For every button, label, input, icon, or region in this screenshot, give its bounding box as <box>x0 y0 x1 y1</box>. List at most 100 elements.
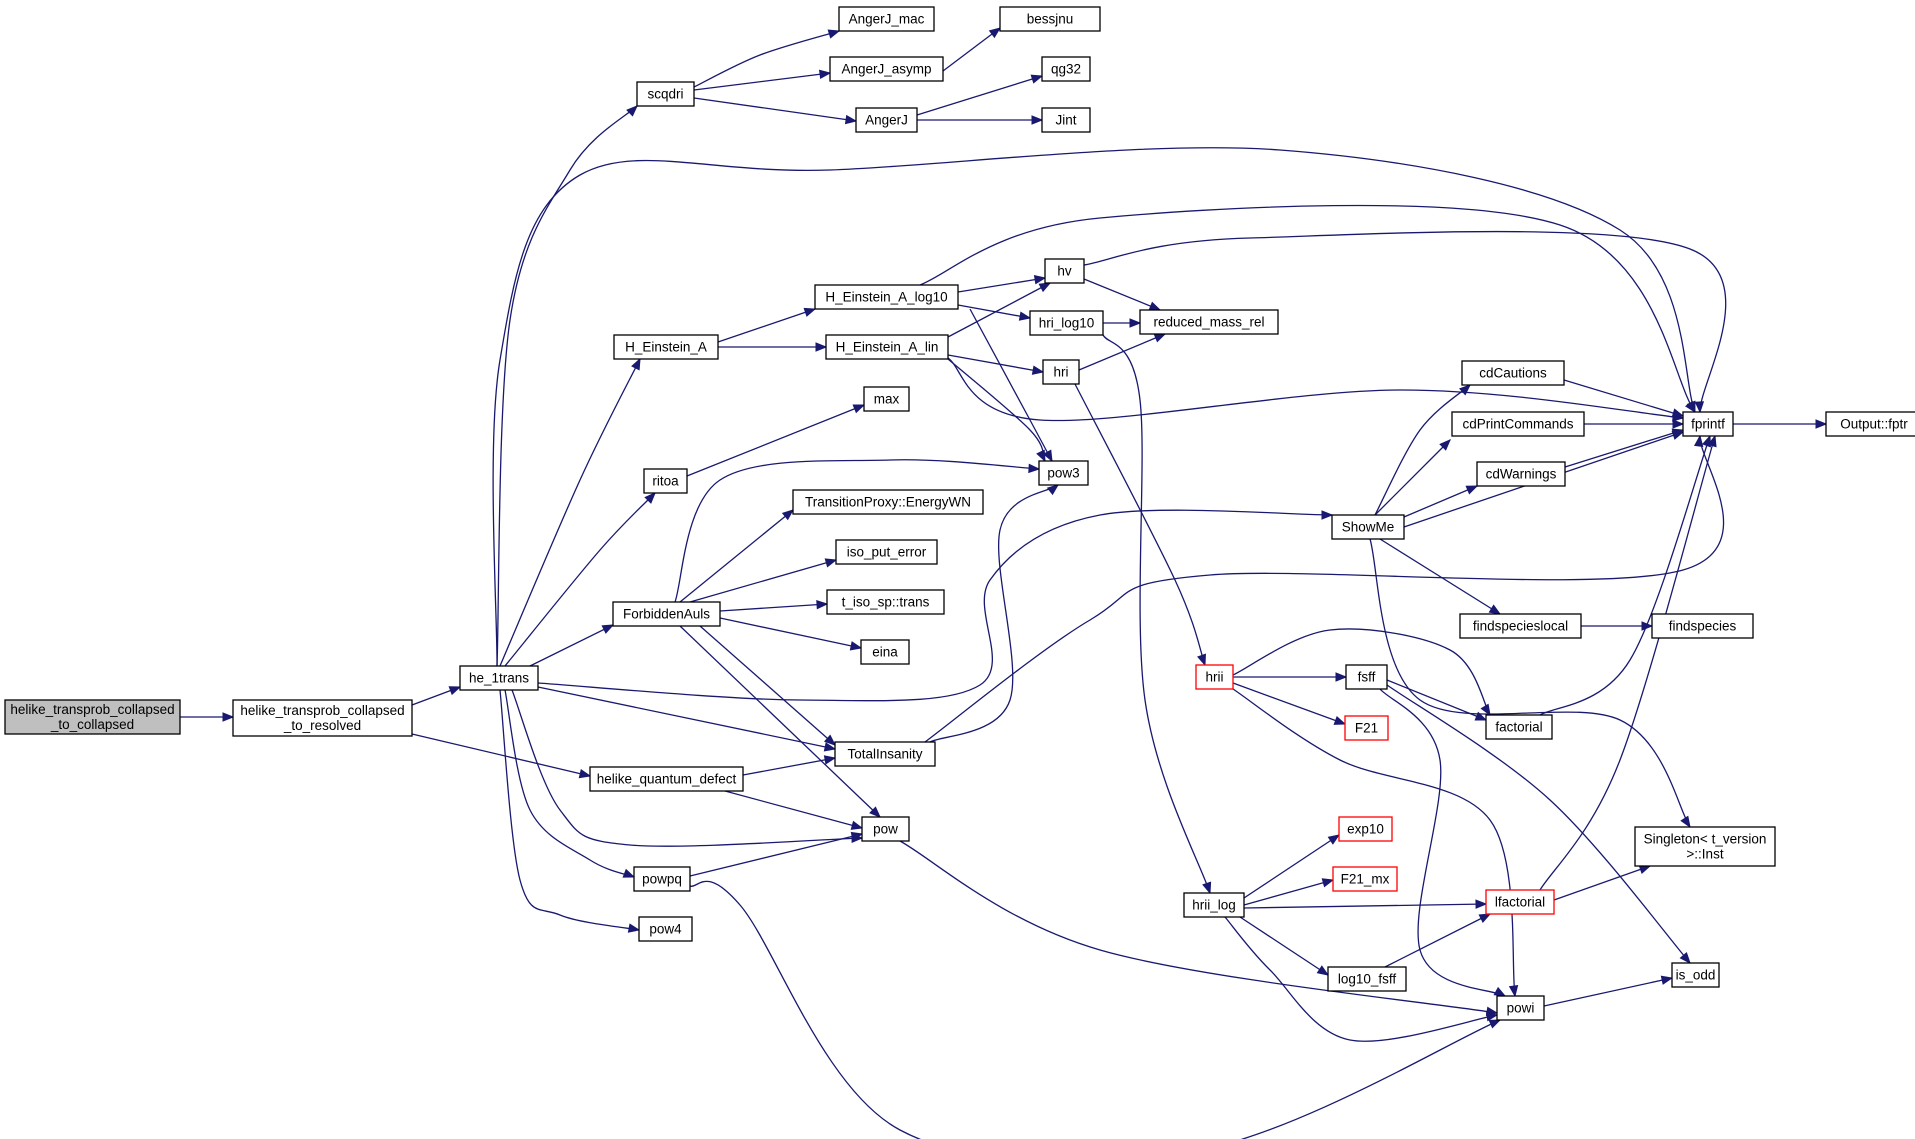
node-l10f[interactable]: log10_fsff <box>1327 966 1407 992</box>
node-lfact[interactable]: lfactorial <box>1485 889 1555 915</box>
node-fsff[interactable]: fsff <box>1345 664 1388 690</box>
node-label: qg32 <box>1051 62 1081 77</box>
node-fa[interactable]: ForbiddenAuls <box>612 601 721 627</box>
node-cdc[interactable]: cdCautions <box>1461 360 1565 386</box>
edge-pow-powi <box>899 840 1499 1017</box>
edge-fa-pow3 <box>674 459 1041 603</box>
node-label: helike_quantum_defect <box>597 772 737 787</box>
node-label: bessjnu <box>1027 12 1074 27</box>
edge-hri-hrii <box>1074 383 1206 667</box>
node-box <box>613 334 719 360</box>
node-label: _to_resolved <box>283 718 361 733</box>
node-box <box>1327 966 1407 992</box>
node-hrii[interactable]: hrii <box>1195 664 1234 690</box>
node-cdw[interactable]: cdWarnings <box>1476 461 1566 487</box>
node-tis[interactable]: t_iso_sp::trans <box>826 589 945 615</box>
node-aja[interactable]: AngerJ_asymp <box>829 56 944 82</box>
node-exp10[interactable]: exp10 <box>1338 816 1393 842</box>
node-ipe[interactable]: iso_put_error <box>835 539 938 565</box>
edge-scq-aj <box>693 97 858 125</box>
node-ctr[interactable]: helike_transprob_collapsed_to_resolved <box>232 699 413 737</box>
node-ti[interactable]: TotalInsanity <box>834 741 936 767</box>
node-cdpc[interactable]: cdPrintCommands <box>1451 411 1585 437</box>
node-pow4[interactable]: pow4 <box>638 916 693 942</box>
edge-fsff-isodd <box>1386 684 1691 965</box>
node-label: factorial <box>1495 720 1542 735</box>
edge-hqd-ti <box>742 755 837 776</box>
edge-fsff-fact <box>1386 679 1488 721</box>
node-hri[interactable]: hri <box>1042 359 1080 385</box>
node-ajm[interactable]: AngerJ_mac <box>838 6 935 32</box>
node-label: scqdri <box>647 87 683 102</box>
node-label: F21 <box>1355 721 1378 736</box>
node-box <box>1042 359 1080 385</box>
node-box <box>1671 962 1720 988</box>
node-eina[interactable]: eina <box>860 639 910 665</box>
node-box <box>1485 714 1553 740</box>
edge-he1-showme <box>537 509 1334 702</box>
node-fs[interactable]: findspecies <box>1651 613 1754 639</box>
node-ritoa[interactable]: ritoa <box>643 468 688 494</box>
node-label: TotalInsanity <box>847 747 922 762</box>
node-fsl[interactable]: findspecieslocal <box>1459 613 1582 639</box>
node-pow[interactable]: pow <box>861 816 910 842</box>
node-f21[interactable]: F21 <box>1344 715 1389 741</box>
edge-showme-cdc <box>1374 384 1472 516</box>
node-scq[interactable]: scqdri <box>636 81 695 107</box>
node-label: AngerJ <box>865 113 908 128</box>
node-hv[interactable]: hv <box>1044 258 1085 284</box>
node-f21mx[interactable]: F21_mx <box>1332 866 1398 892</box>
node-hqd[interactable]: helike_quantum_defect <box>589 766 744 792</box>
edge-he1-fa <box>529 624 615 667</box>
node-tpe[interactable]: TransitionProxy::EnergyWN <box>792 489 984 515</box>
node-aj[interactable]: AngerJ <box>855 107 918 133</box>
node-pow3[interactable]: pow3 <box>1038 460 1089 486</box>
node-he1[interactable]: he_1trans <box>459 665 539 691</box>
edge-showme-cdw <box>1403 485 1479 518</box>
node-bes[interactable]: bessjnu <box>999 6 1101 32</box>
node-rmr[interactable]: reduced_mass_rel <box>1139 309 1279 335</box>
edge-ti-fprintf <box>924 434 1725 743</box>
node-box <box>1476 461 1566 487</box>
node-label: reduced_mass_rel <box>1153 315 1264 330</box>
node-jint[interactable]: Jint <box>1041 107 1091 133</box>
node-label: Output::fptr <box>1840 417 1908 432</box>
node-powi[interactable]: powi <box>1496 995 1545 1021</box>
node-hriil[interactable]: hrii_log <box>1183 892 1245 918</box>
node-fact[interactable]: factorial <box>1485 714 1553 740</box>
edge-scq-ajm <box>693 29 841 88</box>
node-ofptr[interactable]: Output::fptr <box>1825 411 1915 437</box>
node-hea[interactable]: H_Einstein_A <box>613 334 719 360</box>
node-label: powi <box>1507 1001 1535 1016</box>
edge-hril-rmr <box>1103 318 1142 328</box>
node-box <box>1651 613 1754 639</box>
node-box <box>1183 892 1245 918</box>
node-label: he_1trans <box>469 671 529 686</box>
node-label: max <box>874 392 900 407</box>
node-label: Jint <box>1055 113 1076 128</box>
edge-ctr-hqd <box>411 733 592 779</box>
node-fprintf[interactable]: fprintf <box>1682 411 1734 437</box>
node-powpq[interactable]: powpq <box>633 866 691 892</box>
node-qg[interactable]: qg32 <box>1041 56 1091 82</box>
node-label: AngerJ_mac <box>849 12 925 27</box>
node-box <box>999 6 1101 32</box>
edge-he1-ritoa <box>504 492 656 667</box>
node-helin[interactable]: H_Einstein_A_lin <box>825 334 949 360</box>
node-box <box>829 56 944 82</box>
edge-powpq-pow <box>689 831 864 877</box>
node-isodd[interactable]: is_odd <box>1671 962 1720 988</box>
node-box <box>1344 715 1389 741</box>
edge-fa-ipe <box>689 558 838 603</box>
node-label: cdPrintCommands <box>1462 417 1573 432</box>
node-hel10[interactable]: H_Einstein_A_log10 <box>814 284 959 310</box>
node-max[interactable]: max <box>863 386 910 412</box>
node-showme[interactable]: ShowMe <box>1331 514 1405 540</box>
node-root[interactable]: helike_transprob_collapsed_to_collapsed <box>4 699 181 735</box>
node-sing[interactable]: Singleton< t_version>::Inst <box>1634 826 1776 867</box>
edge-ctr-he1 <box>411 686 462 706</box>
node-box <box>838 6 935 32</box>
node-box <box>1041 56 1091 82</box>
node-box <box>1041 107 1091 133</box>
node-hril[interactable]: hri_log10 <box>1029 310 1104 336</box>
